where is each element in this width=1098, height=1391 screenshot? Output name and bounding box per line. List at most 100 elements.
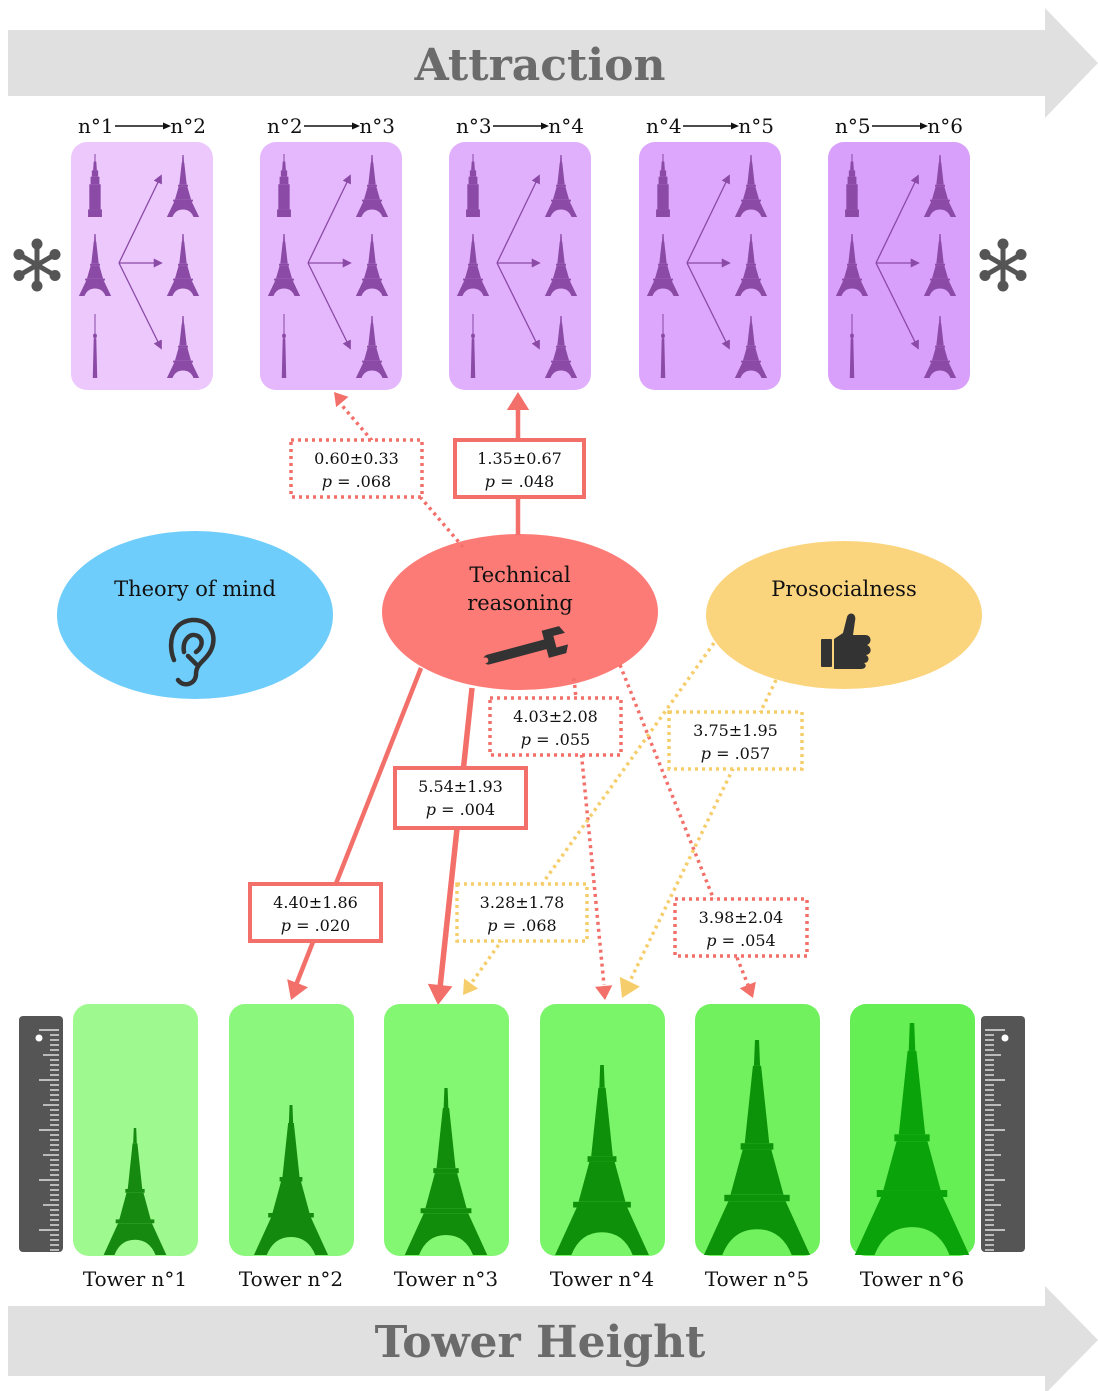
effect-box-tr-to-attr-2-3: 0.60±0.33 p = .068 [289,438,424,499]
fan-arrow [118,262,162,350]
effect-box-pro-to-tower4: 3.75±1.95 p = .057 [667,710,804,771]
fan-arrow [875,174,919,264]
p-symbol: p [322,472,332,491]
tower-height-title: Tower Height [375,1317,706,1368]
p-symbol: p [521,730,531,749]
effect-box-border [673,897,809,958]
tower-panel-4: Tower n°4 [540,1004,665,1291]
p-symbol: p [426,800,436,819]
transition-arrowhead [352,122,360,130]
p-symbol: p [485,472,495,491]
arrowhead [427,983,453,1005]
effect-estimate: 5.54±1.93 [418,777,503,796]
tower-label: Tower n°5 [705,1267,809,1291]
p-symbol: p [701,744,711,763]
fan-arrow [496,174,540,264]
asterisk-icon-right [980,239,1027,292]
arrowhead [506,392,530,410]
effect-p-value: p = .057 [701,744,770,763]
arrowhead [287,979,308,1000]
ruler-hole [1001,1034,1009,1042]
p-number: .068 [356,472,392,491]
attraction-banner: Attraction [8,8,1098,118]
fan-arrow [118,174,162,264]
effect-box-border [488,696,623,757]
p-number: .054 [740,931,776,950]
effect-p-value: p = .055 [521,730,590,749]
effect-box-border [667,710,804,771]
effect-box-border [455,882,589,943]
effect-box-tr-to-tower3: 5.54±1.93 p = .004 [393,766,528,830]
effect-p-value: p = .004 [426,800,495,819]
p-equals: = [498,916,522,935]
banner-arrow-shape [8,1286,1098,1391]
ear-icon [168,617,216,687]
prosocialness-node: Prosocialness [706,541,982,689]
effect-p-value: p = .020 [281,916,350,935]
effect-box-border [248,882,383,943]
effect-estimate: 3.28±1.78 [480,893,565,912]
transition-from-label: n°5 [835,114,871,138]
effect-box-border [453,438,586,499]
technical-reasoning-label-line1: Technical [469,563,571,587]
ruler-hole [35,1034,43,1042]
fan-arrow [496,262,540,350]
effect-estimate: 3.98±2.04 [699,908,784,927]
p-equals: = [531,730,555,749]
thumbs-up-icon [821,613,871,669]
technical-reasoning-ellipse [382,534,658,690]
effect-estimate: 0.60±0.33 [314,449,399,468]
arrowhead [334,392,349,408]
p-equals: = [711,744,735,763]
fan-arrow [307,174,351,264]
transition-arrowhead [163,122,171,130]
effect-estimate: 4.40±1.86 [273,893,358,912]
fan-arrow [686,262,730,350]
arrowhead [619,976,640,998]
path-tr-to-tower-3 [437,687,475,989]
effect-box-tr-to-tower5: 3.98±2.04 p = .054 [673,897,809,958]
effect-box-border [289,438,424,499]
fan-arrow [686,174,730,264]
effect-boxes: 0.60±0.33 p = .068 1.35±0.67p = .048 4.03±2… [248,438,809,958]
effect-box-pro-to-tower3: 3.28±1.78p = .068 [455,882,589,943]
effect-box-tr-to-tower4: 4.03±2.08p = .055 [488,696,623,757]
arrowhead [463,978,479,995]
p-number: .068 [521,916,557,935]
theory-of-mind-node: Theory of mind [57,531,333,699]
transition-from-label: n°2 [267,114,303,138]
fan-arrow [307,262,351,350]
p-equals: = [717,931,741,950]
p-number: .004 [460,800,496,819]
transition-to-label: n°5 [738,114,774,138]
p-equals: = [436,800,460,819]
tower-label: Tower n°3 [394,1267,498,1291]
effect-p-value: p = .048 [485,472,554,491]
banner-arrow-shape [8,8,1098,118]
p-symbol: p [281,916,291,935]
ruler-body [981,1016,1025,1252]
p-equals: = [332,472,356,491]
theory-of-mind-ellipse [57,531,333,699]
effect-box-border [393,766,528,830]
prosocialness-label: Prosocialness [771,577,916,601]
transition-arrowhead [920,122,928,130]
p-symbol: p [706,931,716,950]
tower-label: Tower n°6 [860,1267,964,1291]
asterisk-icon-left [14,239,61,292]
effect-box-tr-to-attr-3-4: 1.35±0.67p = .048 [453,438,586,499]
transition-arrowhead [541,122,549,130]
tower-panel-6: Tower n°6 [850,1004,975,1291]
tower-label: Tower n°4 [550,1267,654,1291]
wrench-icon [482,626,569,665]
transition-to-label: n°6 [927,114,963,138]
effect-estimate: 3.75±1.95 [693,721,778,740]
transition-from-label: n°3 [456,114,492,138]
p-number: .020 [315,916,351,935]
